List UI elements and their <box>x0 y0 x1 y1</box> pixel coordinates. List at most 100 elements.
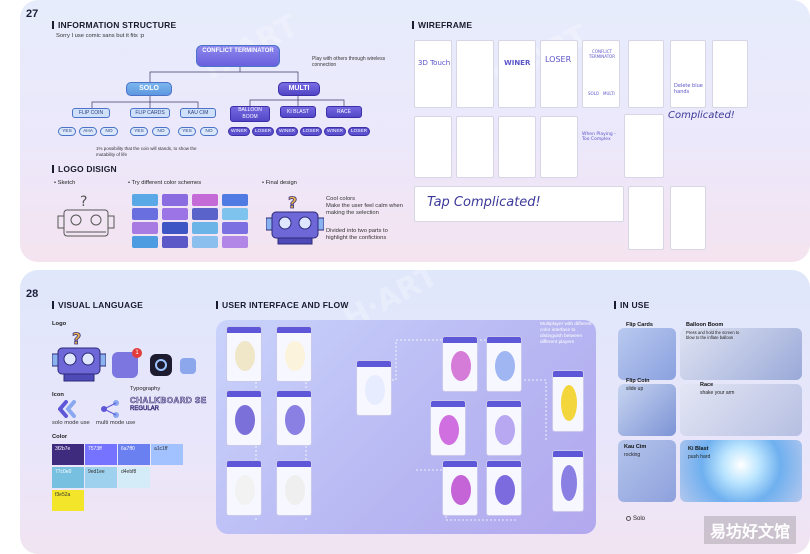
leaf-no: NO <box>200 127 218 136</box>
comic-sans-note: Sorry I use comic sans but it fits :p <box>56 33 145 39</box>
screen-header <box>357 361 391 367</box>
final-label: • Final design <box>262 180 297 186</box>
screen-header <box>553 371 583 377</box>
ui-screen <box>486 336 522 392</box>
photo-ki-blast <box>680 440 802 502</box>
leaf-no: NO <box>100 127 118 136</box>
multi-node: MULTI <box>278 82 320 96</box>
wireframe-sketches: 3D Touch WINER LOSER CONFLICT TERMINATOR… <box>414 36 794 256</box>
logo-dark-icon <box>150 354 172 376</box>
root-node: CONFLICT TERMINATOR <box>196 45 280 67</box>
logo-design-heading: LOGO DISIGN <box>52 164 117 174</box>
color-scheme-thumb <box>222 236 248 248</box>
footnote: 1% possibility that the coin will stands… <box>96 146 197 157</box>
ui-screen <box>552 370 584 432</box>
ui-screen <box>552 450 584 512</box>
leaf-yes: YES <box>58 127 76 136</box>
screen-graphic <box>285 341 305 371</box>
sketch-card <box>628 186 664 250</box>
color-scheme-thumb <box>192 236 218 248</box>
leaf-loser: LOSER <box>252 127 274 136</box>
solo-mode-caption: solo mode use <box>52 420 90 426</box>
color-scheme-thumb <box>162 194 188 206</box>
screen-header <box>227 391 261 397</box>
ui-screen <box>442 460 478 516</box>
color-swatch: 9ed1ee <box>85 467 117 488</box>
screen-header <box>487 337 521 343</box>
ui-screen <box>226 390 262 446</box>
screen-header <box>277 327 311 333</box>
solo-tag: Solo <box>626 516 645 522</box>
brand-watermark: 易坊好文馆 <box>703 516 796 544</box>
info-structure-heading: INFORMATION STRUCTURE <box>52 20 176 30</box>
notification-badge: 1 <box>132 348 142 358</box>
leaf-no: NO <box>152 127 170 136</box>
sketch-card <box>414 116 452 178</box>
color-scheme-thumb <box>222 222 248 234</box>
svg-text:?: ? <box>80 194 87 210</box>
color-swatch: a1c1ff <box>151 444 183 465</box>
flip-coin-label: Flip Coin <box>626 378 650 384</box>
typography-label: Typography <box>130 386 161 392</box>
sketch-label: • Sketch <box>54 180 76 186</box>
screen-graphic <box>561 385 577 421</box>
sketch-banner: Tap Complicated! <box>414 186 624 222</box>
ui-flow-heading: USER INTERFACE AND FLOW <box>216 300 349 310</box>
sketch-card: LOSER <box>540 40 578 108</box>
leaf-winer: WINER <box>276 127 298 136</box>
ui-screen <box>442 336 478 392</box>
sketch-card <box>670 126 704 180</box>
ui-screen <box>226 326 262 382</box>
ki-blast-node: KI BLAST <box>280 106 316 118</box>
multi-mode-icon <box>100 400 122 418</box>
color-scheme-thumb <box>132 222 158 234</box>
screen-graphic <box>495 475 515 505</box>
color-scheme-thumb <box>222 194 248 206</box>
logo-small-icon <box>180 358 196 374</box>
ui-screen <box>356 360 392 416</box>
kau-cim-node: KAU CIM <box>180 108 216 118</box>
ui-screen <box>276 390 312 446</box>
ui-screen <box>276 460 312 516</box>
logo-large: ? <box>51 328 107 384</box>
final-note-2: Divided into two parts to highlight the … <box>326 228 388 242</box>
screen-graphic <box>235 405 255 435</box>
multi-mode-caption: multi mode use <box>96 420 136 426</box>
svg-text:?: ? <box>288 193 297 212</box>
color-label: Color <box>52 434 68 440</box>
screen-graphic <box>285 475 305 505</box>
screen-header <box>227 327 261 333</box>
sketch-card: Delete blue hands <box>670 40 706 108</box>
photo-race <box>680 384 802 436</box>
screen-header <box>443 337 477 343</box>
sketch-note: When Playing - Too Complex <box>582 132 616 142</box>
sketch-card: 3D Touch <box>414 40 452 108</box>
final-note-1: Cool colors Make the user feel calm when… <box>326 196 404 217</box>
leaf-aha: AHA <box>79 127 97 136</box>
color-swatch: 77c0e0 <box>52 467 84 488</box>
sketch-card <box>712 40 748 108</box>
color-scheme-thumb <box>132 236 158 248</box>
color-scheme-thumb <box>192 194 218 206</box>
screen-graphic <box>495 351 515 381</box>
flip-coin-caption: slide up <box>626 386 644 392</box>
photo-flip-cards <box>618 328 676 380</box>
page-27: 27 H·ART H·ART INFORMATION STRUCTURE Sor… <box>20 0 810 262</box>
screen-header <box>443 461 477 467</box>
sketch-card <box>456 40 494 108</box>
multi-note: Play with others through wireless connec… <box>312 56 386 69</box>
race-label: Race <box>700 382 714 388</box>
leaf-loser: LOSER <box>348 127 370 136</box>
color-scheme-thumb <box>162 222 188 234</box>
font-sample-weight: REGULAR <box>130 406 160 413</box>
screen-header <box>431 401 465 407</box>
visual-language-heading: VISUAL LANGUAGE <box>52 300 143 310</box>
screen-graphic <box>235 475 255 505</box>
sketch-card <box>498 116 536 178</box>
color-swatch: 3f2b7e <box>52 444 84 465</box>
color-scheme-thumb <box>132 208 158 220</box>
screen-header <box>487 401 521 407</box>
sketch-card <box>624 114 664 178</box>
